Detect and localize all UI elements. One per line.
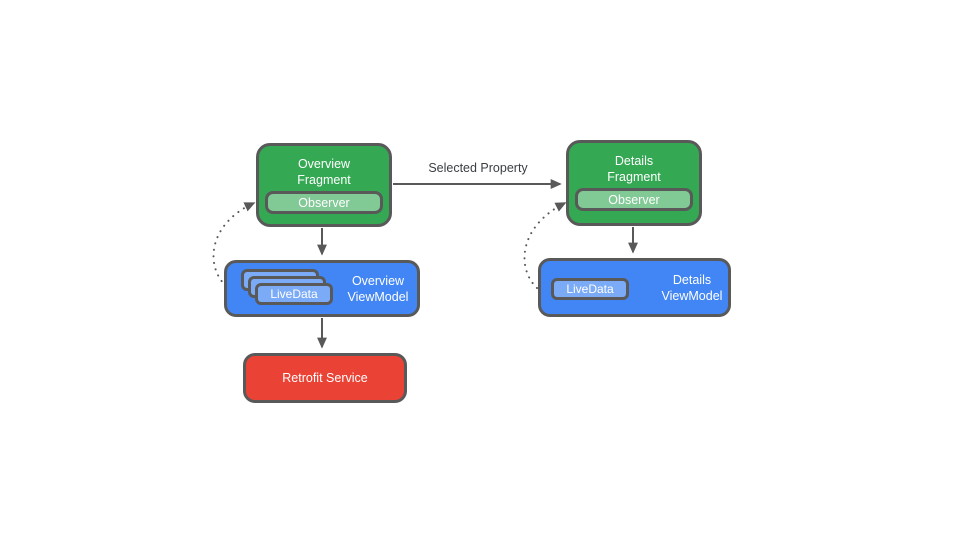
overview-viewmodel-title: Overview ViewModel [333, 273, 423, 305]
details-viewmodel-title: Details ViewModel [647, 272, 737, 304]
livedata-card: LiveData [551, 278, 629, 300]
title-line-2: Fragment [607, 170, 661, 184]
node-overview-fragment: Overview Fragment Observer [256, 143, 392, 227]
title-line-1: Details [672, 272, 712, 287]
title-line-2: Fragment [297, 173, 351, 187]
title-line-1: Details [614, 154, 654, 168]
node-retrofit-service: Retrofit Service [243, 353, 407, 403]
overview-fragment-title: Overview Fragment [259, 156, 389, 188]
node-details-viewmodel: LiveData Details ViewModel [538, 258, 731, 317]
edge-label-selected-property: Selected Property [428, 161, 528, 175]
details-fragment-title: Details Fragment [569, 153, 699, 185]
title-line-1: Overview [297, 157, 351, 171]
node-details-fragment: Details Fragment Observer [566, 140, 702, 226]
title-line-2: ViewModel [661, 288, 723, 303]
title-line-2: ViewModel [347, 289, 409, 304]
node-overview-viewmodel: LiveData Overview ViewModel [224, 260, 420, 317]
livedata-card-front: LiveData [255, 283, 333, 305]
details-observer-box: Observer [575, 188, 693, 211]
overview-observer-box: Observer [265, 191, 383, 214]
title-line-1: Overview [351, 273, 405, 288]
